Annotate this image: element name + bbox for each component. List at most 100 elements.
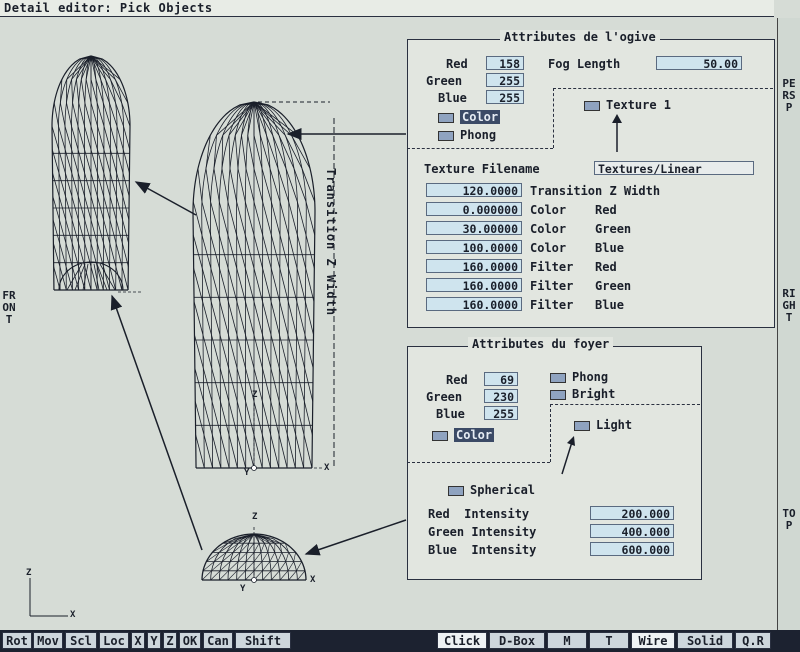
axis-z-dome: Z (252, 512, 258, 522)
texture-filename-field[interactable]: Textures/Linear (594, 161, 754, 176)
wireframe-drawing (29, 55, 407, 617)
arrow-panel-to-dome (304, 519, 407, 556)
foyer-dash-top (550, 404, 700, 405)
toolbar-button-t[interactable]: T (589, 632, 629, 649)
foyer-blue-label: Blue (436, 407, 465, 421)
ogive-red-label: Red (446, 57, 468, 71)
toggle-icon (438, 130, 454, 141)
ogive-color-toggle[interactable]: Color (438, 110, 501, 124)
ogive-blue-label: Blue (438, 91, 467, 105)
dimension-label: Transition Z Width (324, 168, 338, 317)
view-label-persp[interactable]: PERSP (782, 77, 796, 114)
toggle-icon (574, 420, 590, 431)
right-view-strip: PERSP RIGHT TOP (777, 18, 800, 630)
toolbar-button-m[interactable]: M (547, 632, 587, 649)
foyer-red-label: Red (446, 373, 468, 387)
toolbar-button-mov[interactable]: Mov (33, 632, 63, 649)
foyer-attributes-panel (407, 346, 702, 580)
axis-x-large: X (324, 463, 330, 473)
toolbar-button-y[interactable]: Y (147, 632, 161, 649)
toolbar-button-scl[interactable]: Scl (65, 632, 97, 649)
param-value-field[interactable]: 0.000000 (426, 202, 522, 217)
intensity-label: Green Intensity (428, 525, 537, 539)
toggle-icon (584, 100, 600, 111)
toolbar-button-loc[interactable]: Loc (99, 632, 129, 649)
foyer-green-label: Green (426, 390, 463, 404)
toolbar-button-can[interactable]: Can (203, 632, 233, 649)
arrow-to-small-ogive (134, 181, 197, 216)
light-toggle[interactable]: Light (574, 418, 632, 432)
toolbar-button-ok[interactable]: OK (179, 632, 201, 649)
arrow-dome-to-small (110, 294, 203, 551)
axis-z-corner: Z (26, 568, 32, 578)
param-label: Color Red (530, 203, 617, 217)
foyer-bright-toggle[interactable]: Bright (550, 387, 615, 401)
intensity-label: Red Intensity (428, 507, 530, 521)
toolbar-button-click[interactable]: Click (437, 632, 487, 649)
param-label: Filter Red (530, 260, 617, 274)
texture-filename-label: Texture Filename (424, 162, 540, 176)
view-label-front[interactable]: FRONT (2, 289, 16, 326)
view-label-right[interactable]: RIGHT (782, 287, 796, 324)
ogive-blue-field[interactable]: 255 (486, 90, 524, 105)
foyer-phong-toggle[interactable]: Phong (550, 370, 608, 384)
view-label-top[interactable]: TOP (782, 507, 796, 532)
toggle-icon (432, 430, 448, 441)
intensity-label: Blue Intensity (428, 543, 537, 557)
param-value-field[interactable]: 160.0000 (426, 278, 522, 293)
toolbar-button-rot[interactable]: Rot (2, 632, 32, 649)
param-label: Color Blue (530, 241, 624, 255)
toggle-icon (550, 389, 566, 400)
small-ogive-wireframe (51, 55, 142, 293)
texture-1-toggle[interactable]: Texture 1 (584, 98, 671, 112)
toggle-icon (448, 485, 464, 496)
axis-x-corner: X (70, 610, 76, 620)
foyer-red-field[interactable]: 69 (484, 372, 518, 387)
foyer-panel-title: Attributes du foyer (468, 337, 614, 351)
fog-length-label: Fog Length (548, 57, 621, 71)
toggle-icon (438, 112, 454, 123)
param-label: Transition Z Width (530, 184, 661, 198)
viewport[interactable]: Transition Z Width Z Y X Z Y X Z X Attri… (18, 18, 778, 630)
ogive-dash-left (553, 88, 554, 148)
ogive-panel-title: Attributes de l'ogive (500, 30, 660, 44)
param-value-field[interactable]: 160.0000 (426, 259, 522, 274)
toolbar-button-dbox[interactable]: D-Box (489, 632, 545, 649)
axis-y-dome: Y (240, 584, 246, 594)
toolbar-button-z[interactable]: Z (163, 632, 177, 649)
toolbar-button-solid[interactable]: Solid (677, 632, 733, 649)
param-label: Filter Green (530, 279, 632, 293)
intensity-value-field[interactable]: 400.000 (590, 524, 674, 539)
ogive-phong-toggle[interactable]: Phong (438, 128, 496, 142)
window-title: Detail editor: Pick Objects (0, 0, 774, 17)
intensity-value-field[interactable]: 200.000 (590, 506, 674, 521)
ogive-dash-top (553, 88, 773, 89)
param-label: Filter Blue (530, 298, 624, 312)
foyer-green-field[interactable]: 230 (484, 389, 518, 404)
spherical-toggle[interactable]: Spherical (448, 483, 535, 497)
toggle-icon (550, 372, 566, 383)
param-value-field[interactable]: 30.00000 (426, 221, 522, 236)
toolbar-button-shift[interactable]: Shift (235, 632, 291, 649)
texture-arrow-icon (612, 114, 622, 152)
ogive-green-field[interactable]: 255 (486, 73, 524, 88)
foyer-dash-mid (407, 462, 550, 463)
axis-y-large: Y (244, 468, 250, 478)
foyer-color-toggle[interactable]: Color (432, 428, 495, 442)
toolbar-button-x[interactable]: X (131, 632, 145, 649)
toolbar-button-wire[interactable]: Wire (631, 632, 675, 649)
toolbar-button-qr[interactable]: Q.R (735, 632, 771, 649)
ogive-dash-mid (407, 148, 553, 149)
fog-length-field[interactable]: 50.00 (656, 56, 742, 71)
ogive-red-field[interactable]: 158 (486, 56, 524, 71)
axis-z-large: Z (252, 390, 258, 400)
param-value-field[interactable]: 160.0000 (426, 297, 522, 312)
intensity-value-field[interactable]: 600.000 (590, 542, 674, 557)
param-label: Color Green (530, 222, 632, 236)
axis-x-dome: X (310, 575, 316, 585)
foyer-blue-field[interactable]: 255 (484, 406, 518, 421)
param-value-field[interactable]: 100.0000 (426, 240, 522, 255)
param-value-field[interactable]: 120.0000 (426, 183, 522, 198)
foyer-dash-left (550, 404, 551, 462)
